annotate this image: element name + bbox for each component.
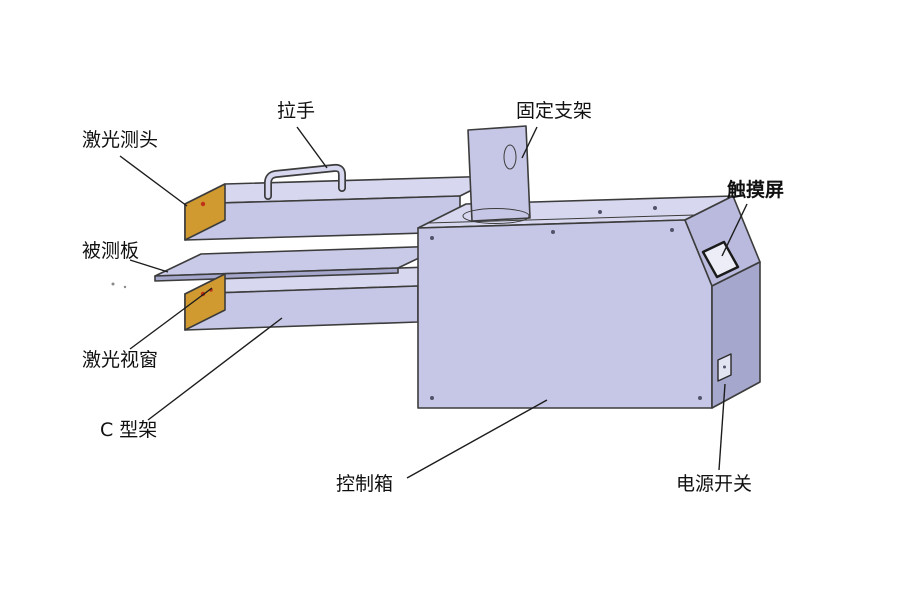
label-touch-screen: 触摸屏 [727, 178, 784, 201]
bracket-slot-hole [503, 144, 517, 170]
leader-handle [296, 126, 328, 169]
label-c-frame: C 型架 [100, 419, 157, 441]
leader-touch-screen [721, 203, 748, 257]
laser-aperture-dot [200, 201, 206, 207]
box-right-face [711, 261, 761, 409]
screw-dot [698, 396, 702, 400]
stray-dot [123, 285, 127, 289]
screw-dot [430, 396, 434, 400]
leader-power-switch [718, 383, 726, 471]
screw-dot [653, 206, 657, 210]
label-measured-plate: 被测板 [82, 240, 139, 262]
label-handle: 拉手 [277, 100, 315, 122]
fixed-bracket [462, 125, 531, 224]
lower-probe-cap [184, 273, 226, 331]
leader-laser-probe [119, 155, 188, 207]
leader-lines [119, 126, 748, 479]
screw-dot [598, 210, 602, 214]
touch-screen-panel [701, 240, 740, 279]
screw-dot [551, 230, 555, 234]
control-box [417, 195, 761, 409]
leader-fixed-bracket [521, 126, 538, 159]
stray-dot [111, 282, 115, 286]
screw-dot [670, 228, 674, 232]
label-laser-window: 激光视窗 [82, 349, 158, 371]
stray-dots [111, 282, 127, 289]
label-power-switch: 电源开关 [676, 473, 752, 495]
box-front-face [417, 219, 713, 409]
power-switch-dot [723, 365, 726, 369]
bracket-plate [467, 125, 531, 222]
callout-labels: 激光测头 拉手 固定支架 触摸屏 被测板 激光视窗 C 型架 控制箱 电源开关 [82, 100, 784, 495]
label-laser-probe: 激光测头 [82, 129, 158, 151]
leader-c-frame [147, 317, 283, 421]
upper-probe-cap [184, 183, 226, 241]
leader-laser-window [129, 287, 213, 350]
label-control-box: 控制箱 [336, 473, 393, 495]
leader-measured-plate [129, 259, 169, 273]
leader-control-box [406, 399, 548, 479]
screw-dot [430, 236, 434, 240]
handle-tube-fill [265, 165, 345, 199]
box-top-slot [462, 208, 530, 224]
pull-handle [264, 163, 346, 200]
label-fixed-bracket: 固定支架 [516, 100, 592, 122]
